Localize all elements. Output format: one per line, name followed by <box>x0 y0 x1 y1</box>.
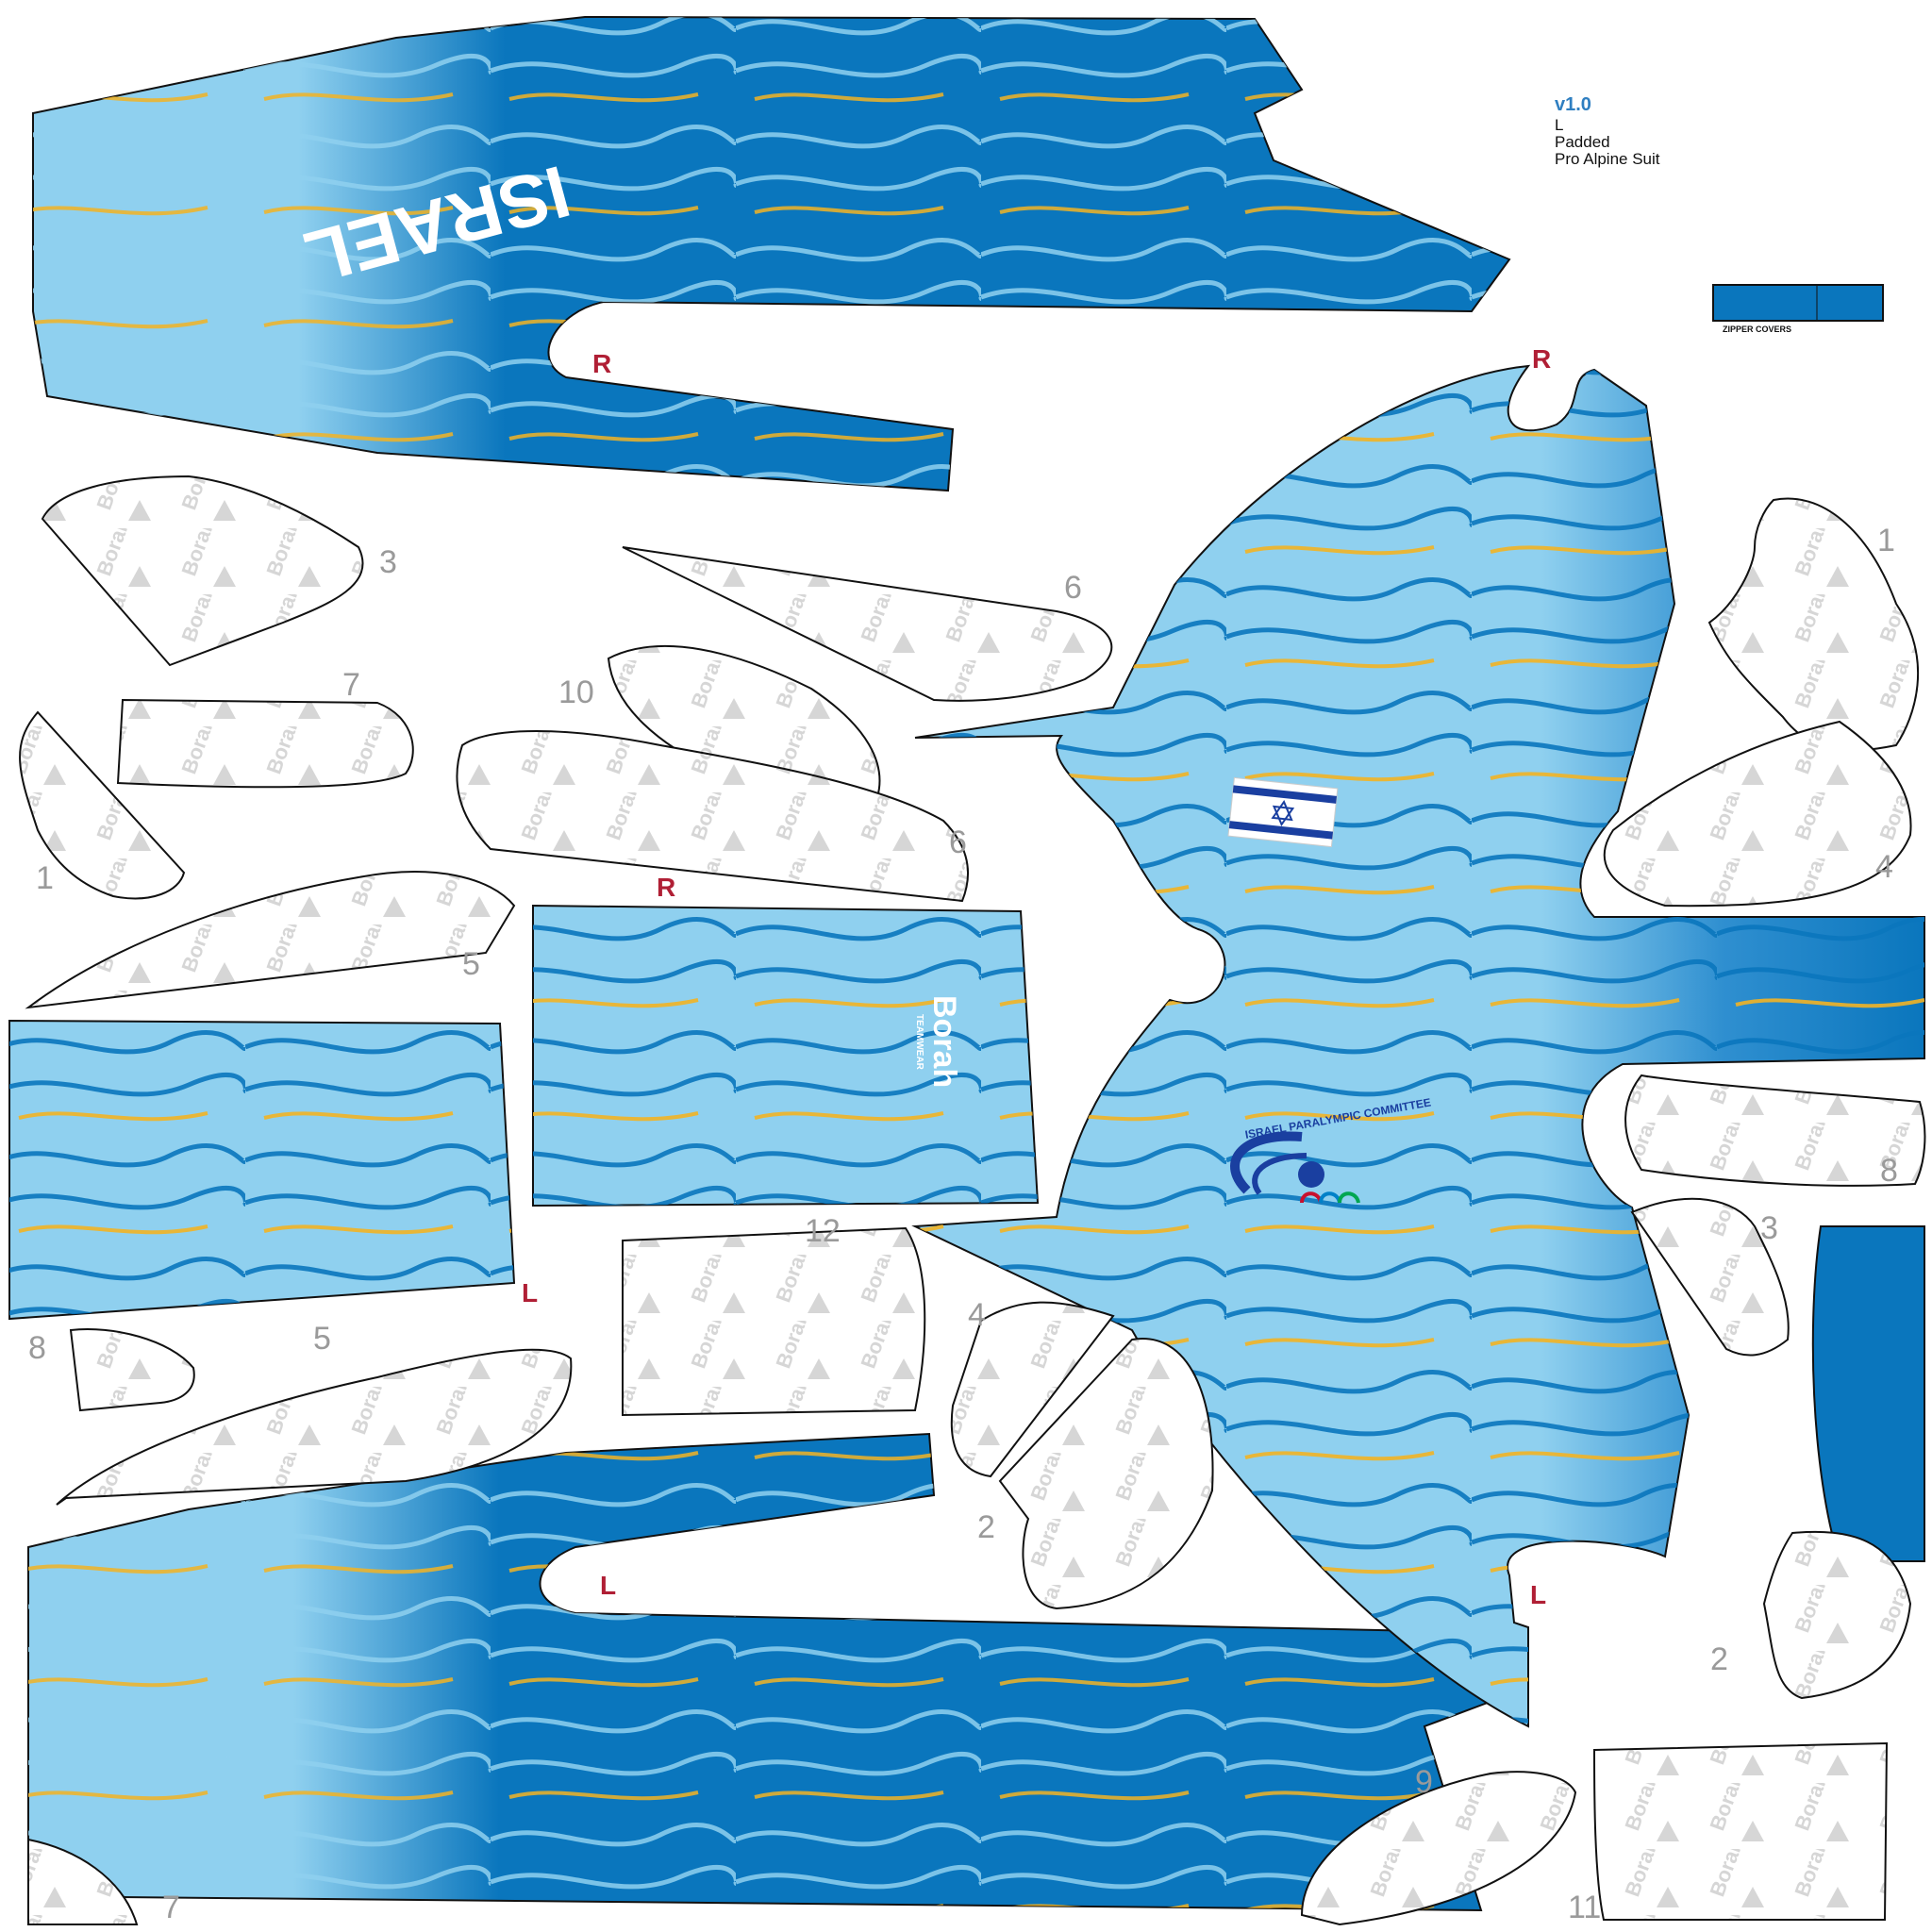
size-label: L <box>1555 116 1564 134</box>
piece-number-8b: 8 <box>28 1330 46 1366</box>
piece-12 <box>622 1226 926 1417</box>
piece-3a <box>41 475 364 667</box>
piece-3b <box>1630 1197 1790 1357</box>
piece-8b <box>69 1328 195 1412</box>
piece-number-4b: 4 <box>968 1297 986 1333</box>
main-body-panel: ISRAEL PARALYMPIC COMMITTEE <box>911 364 1925 1728</box>
piece-1b <box>19 710 186 900</box>
piece-6a <box>622 546 1113 702</box>
piece-number-7b: 7 <box>162 1890 180 1925</box>
piece-2b <box>1762 1530 1912 1700</box>
version-label: v1.0 <box>1555 94 1591 115</box>
piece-7b <box>27 1838 139 1925</box>
piece-6b <box>456 730 969 903</box>
piece-number-7a: 7 <box>342 667 360 703</box>
piece-number-6b: 6 <box>949 824 967 860</box>
piece-number-8a: 8 <box>1880 1153 1898 1189</box>
back-panel-left <box>8 1019 516 1321</box>
piece-number-2a: 2 <box>977 1509 995 1545</box>
piece-7a <box>116 698 414 789</box>
piece-number-6a: 6 <box>1064 570 1082 606</box>
israel-flag-icon <box>1227 776 1339 848</box>
piece-number-12: 12 <box>805 1213 841 1249</box>
piece-5b <box>56 1348 573 1506</box>
piece-10 <box>607 644 881 799</box>
marker-l-2: L <box>600 1571 617 1600</box>
brand-wordmark: Borah <box>926 995 962 1088</box>
zipper-covers <box>1712 284 1884 322</box>
piece-8a <box>1624 1074 1926 1187</box>
header-info: v1.0 L Padded Pro Alpine Suit <box>1555 94 1660 168</box>
piece-9 <box>1300 1771 1577 1926</box>
option-label: Padded <box>1555 133 1610 151</box>
marker-r-1: R <box>592 349 612 378</box>
product-label: Pro Alpine Suit <box>1555 150 1660 168</box>
zipper-covers-label: ZIPPER COVERS <box>1723 325 1792 334</box>
piece-number-3a: 3 <box>379 544 397 580</box>
piece-number-5b: 5 <box>313 1321 331 1357</box>
side-strip-panel <box>1811 1225 1925 1562</box>
piece-2a <box>998 1338 1214 1610</box>
marker-l-3: L <box>1530 1580 1547 1609</box>
piece-number-5a: 5 <box>462 946 480 982</box>
right-sleeve-panel: ISRAEL <box>32 15 1511 492</box>
piece-4b <box>950 1301 1115 1478</box>
piece-number-11: 11 <box>1568 1890 1602 1925</box>
piece-number-2b: 2 <box>1710 1641 1728 1677</box>
piece-number-10: 10 <box>558 675 594 710</box>
piece-number-3b: 3 <box>1760 1210 1778 1246</box>
marker-l-1: L <box>522 1278 539 1307</box>
brand-subline: TEAMWEAR <box>914 1014 924 1071</box>
piece-number-1a: 1 <box>1877 523 1895 558</box>
marker-r-2: R <box>1532 344 1552 374</box>
piece-number-9: 9 <box>1415 1764 1433 1800</box>
piece-number-1b: 1 <box>36 860 54 896</box>
piece-4a <box>1603 720 1912 908</box>
padding-pieces <box>19 475 1926 1926</box>
piece-5a <box>25 871 516 1009</box>
marker-r-3: R <box>657 873 676 902</box>
piece-number-4a: 4 <box>1875 849 1893 885</box>
borah-logo-icon: Borah TEAMWEAR <box>914 995 962 1088</box>
piece-11 <box>1592 1741 1889 1921</box>
back-panel-right: Borah TEAMWEAR <box>532 904 1040 1208</box>
